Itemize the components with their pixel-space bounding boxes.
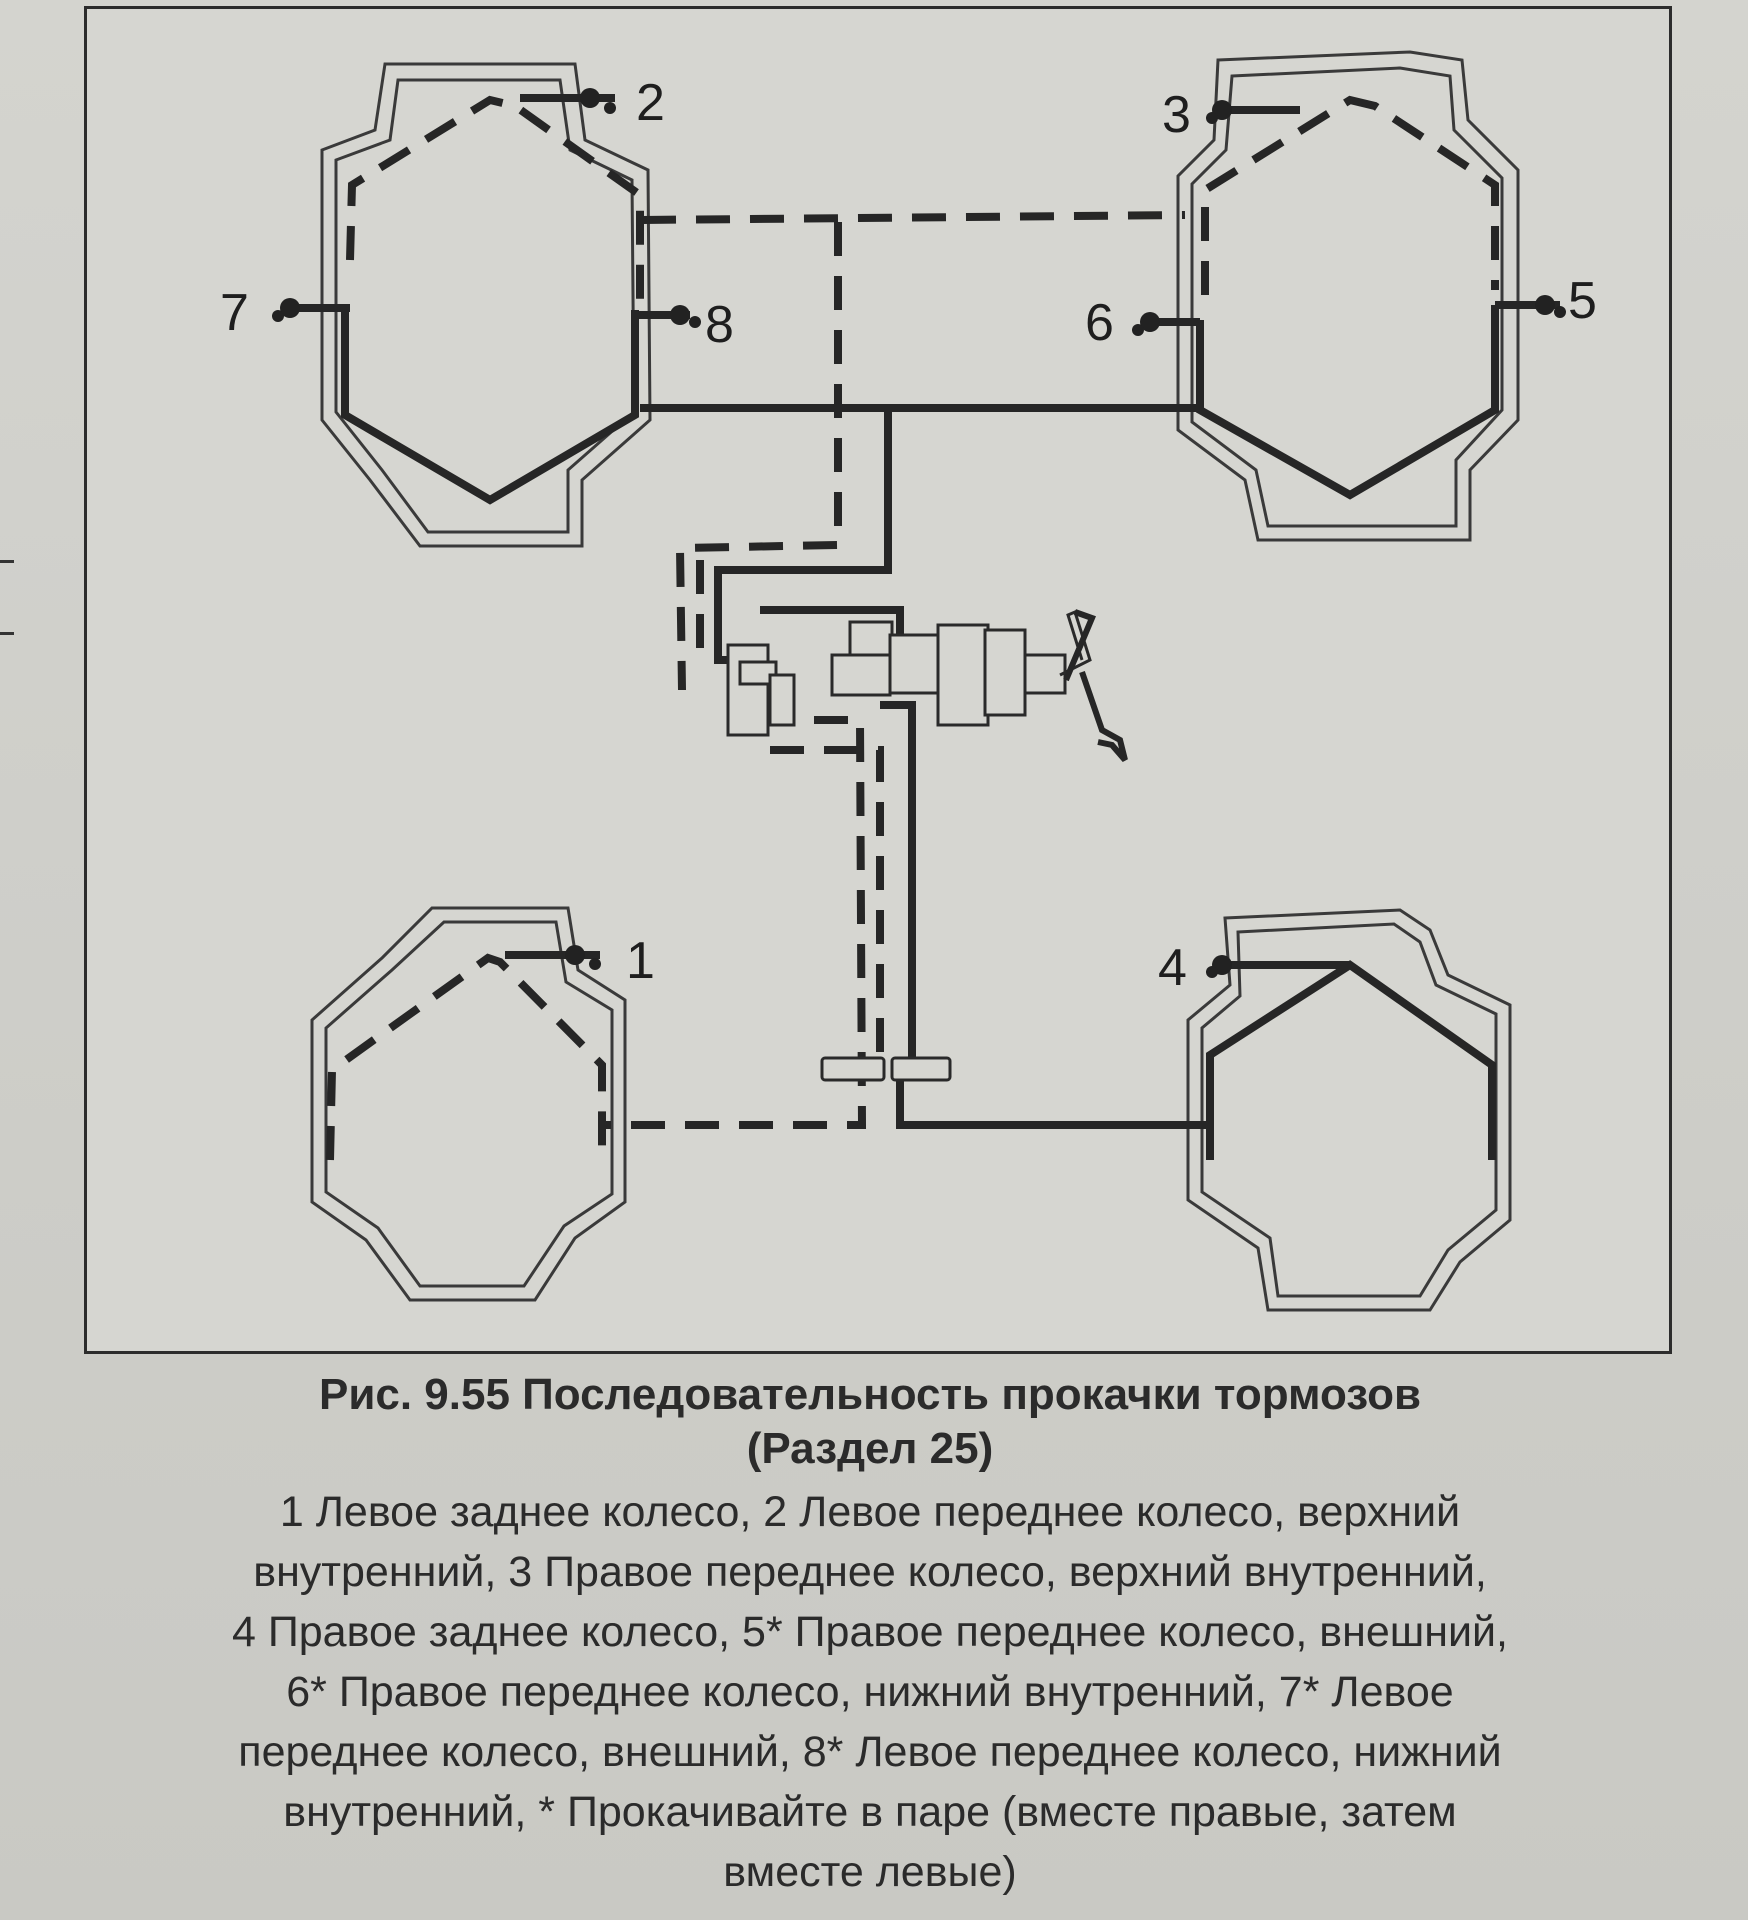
bleed-nipple-3 <box>1206 100 1300 124</box>
caption-legend: 1 Левое заднее колесо, 2 Левое переднее … <box>70 1482 1670 1902</box>
bleed-nipple-8 <box>635 305 701 328</box>
legend-line: внутренний, 3 Правое переднее колесо, ве… <box>253 1548 1487 1596</box>
bleed-nipple-6 <box>1132 312 1200 336</box>
bleed-nipple-5 <box>1495 295 1566 318</box>
bleed-nipple-2 <box>520 88 616 114</box>
callout-4: 4 <box>1158 939 1187 997</box>
legend-line: переднее колесо, внешний, 8* Левое перед… <box>238 1728 1502 1776</box>
dashed-brake-circuit <box>602 211 1186 1129</box>
front-right-wheel <box>1176 50 1520 542</box>
legend-line: 6* Правое переднее колесо, нижний внутре… <box>286 1668 1454 1716</box>
caption-title-line-1: Рис. 9.55 Последовательность прокачки то… <box>318 1370 1422 1419</box>
callout-1: 1 <box>626 932 655 990</box>
figure-caption: Рис. 9.55 Последовательность прокачки то… <box>70 1368 1670 1902</box>
bleed-nipple-1 <box>505 945 601 970</box>
callout-5: 5 <box>1568 272 1597 330</box>
front-left-wheel <box>320 62 652 548</box>
callout-2: 2 <box>636 74 665 132</box>
rear-fittings <box>820 1056 952 1082</box>
callout-7: 7 <box>220 284 249 342</box>
rear-left-wheel <box>310 906 627 1302</box>
legend-line: вместе левые) <box>723 1848 1017 1896</box>
master-cylinder-assembly <box>726 609 1128 762</box>
bleed-nipple-4 <box>1206 955 1350 978</box>
brake-bleeding-diagram: .outline { fill: none; stroke: #3a3a3a; … <box>220 50 1597 1312</box>
legend-line: 1 Левое заднее колесо, 2 Левое переднее … <box>279 1488 1461 1536</box>
callout-6: 6 <box>1085 294 1114 352</box>
legend-line: внутренний, * Прокачивайте в паре (вмест… <box>283 1788 1457 1836</box>
caption-title-line-2: (Раздел 25) <box>746 1424 994 1473</box>
solid-brake-circuit <box>640 404 1210 1129</box>
callout-3: 3 <box>1162 86 1191 144</box>
bleed-nipple-7 <box>272 298 350 322</box>
legend-line: 4 Правое заднее колесо, 5* Правое передн… <box>232 1608 1508 1656</box>
margin-mark <box>0 560 14 563</box>
callout-8: 8 <box>705 296 734 354</box>
rear-right-wheel <box>1186 908 1512 1312</box>
margin-mark <box>0 632 14 635</box>
